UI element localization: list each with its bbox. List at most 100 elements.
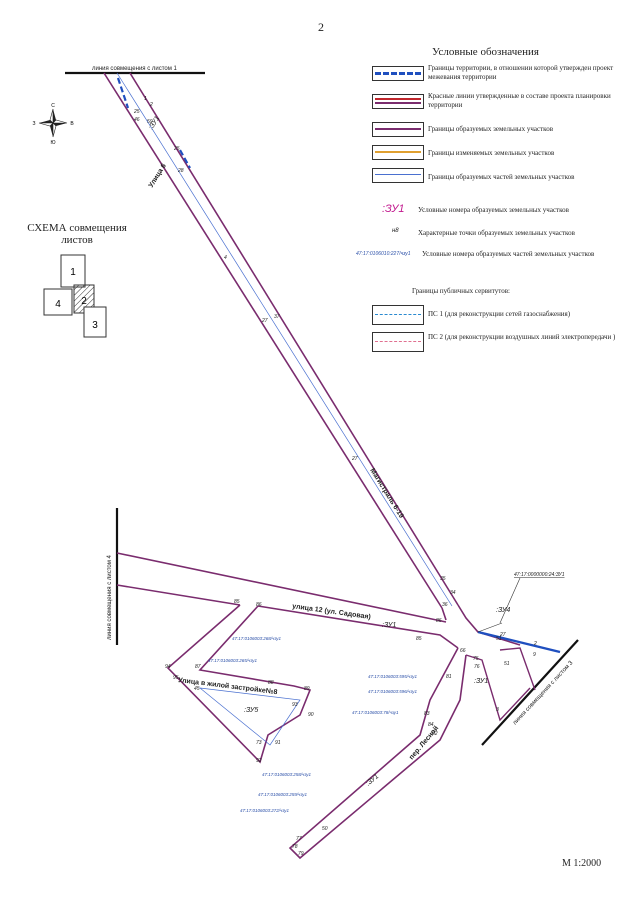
compass-s: Ю: [50, 140, 55, 146]
sheet-4-label: 4: [55, 299, 61, 310]
zu-label: :ЗУ1: [382, 622, 396, 629]
point-label: 37: [274, 314, 280, 320]
cadastral-labels: 47:17:0000000:24:ЗУ1 47:17:0106003:268/ч…: [208, 572, 565, 813]
point-label: 83: [424, 711, 430, 717]
schema-title: СХЕМА совмещения листов: [27, 222, 127, 246]
point-label: 86: [436, 618, 442, 624]
legend-swatch-blue-dash: [372, 66, 424, 81]
point-label: 45: [194, 686, 200, 692]
point-label: 34: [450, 590, 456, 596]
point-label: 78: [292, 844, 298, 850]
point-label: 94: [165, 664, 171, 670]
point-label: 4: [224, 255, 227, 261]
point-label: 9: [533, 652, 536, 658]
lane-lesnoy: [288, 647, 467, 860]
legend-text: Характерные точки образуемых земельных у…: [418, 229, 575, 237]
point-label: 25: [133, 109, 140, 115]
point-label: 88: [268, 680, 274, 686]
compass-e: В: [70, 121, 74, 127]
point-label: 51: [496, 636, 502, 642]
point-label: 81: [446, 674, 452, 680]
street-name: пер. Лесной: [407, 724, 440, 761]
legend-text: ПС 1 (для реконструкции сетей газоснабже…: [428, 310, 571, 318]
legend-text: Границы образуемых земельных участков: [428, 125, 554, 133]
point-label: 90: [308, 712, 314, 718]
cad-label: 47:17:0106003:268/чзу1: [232, 636, 282, 641]
cad-label: 47:17:0106003:78/чзу1: [352, 710, 399, 715]
cad-label: 47:17:0106003:259/чзу1: [258, 792, 308, 797]
servitude-title: Границы публичных сервитутов:: [412, 287, 510, 295]
compass-w: З: [32, 121, 35, 127]
point-label: 73: [256, 740, 262, 746]
sheet-1-label: 1: [70, 267, 76, 278]
cad-label: 47:17:0000000:24:ЗУ1: [514, 572, 565, 578]
legend-swatch-ps1: [372, 305, 424, 325]
join-label-sheet4: линия совмещения с листом 4: [107, 554, 113, 640]
territory-boundary-right: [477, 630, 561, 654]
territory-boundary-mid: [179, 149, 191, 169]
cad-label: 47:17:0106003:265/чзу1: [208, 658, 258, 663]
sheet-3: [83, 306, 107, 338]
cad-label: 47:17:0106003:258/чзу1: [262, 772, 312, 777]
point-label: 93: [292, 702, 298, 708]
map-scale: М 1:2000: [562, 858, 602, 869]
point-label: 92: [256, 758, 262, 764]
compass-rose-icon: С Ю З В: [32, 103, 74, 146]
sheet-4: [43, 288, 73, 316]
point-label: 25: [173, 146, 180, 152]
cad-label: 47:17:0106003:272/чзу1: [240, 808, 290, 813]
point-label: 2: [149, 102, 153, 108]
point-numbers: 1 2 25 46 59 25 28 4 37 27 27 35 34 36 8…: [133, 96, 537, 857]
point-label: 27: [261, 318, 268, 324]
point-label: 36: [442, 602, 448, 608]
point-label: 87: [195, 664, 201, 670]
point-label: 85: [416, 636, 422, 642]
point-label: 86: [256, 602, 262, 608]
point-label: 59: [147, 119, 153, 125]
point-label: 50: [322, 826, 328, 832]
point-label: 91: [275, 740, 281, 746]
legend-text: Границы территории, в отношении которой …: [428, 64, 614, 81]
join-label-sheet3: линия совмещения с листом 3: [512, 660, 575, 727]
sheet-1: [60, 254, 86, 288]
zu5-part: [198, 687, 301, 746]
leader-line: [477, 622, 503, 633]
street-names: Улица 6 Магистраль 6-19 улица 12 (ул. Са…: [148, 163, 441, 762]
point-label: 51: [504, 661, 510, 667]
point-label: 89: [304, 686, 310, 692]
part-boundary-line: [116, 72, 453, 607]
legend-text: Границы изменяемых земельных участков: [428, 149, 555, 157]
point-label: 46: [134, 117, 140, 123]
legend-sample-point: н8: [392, 228, 399, 234]
cad-label: 47:17:0106003:596/чзу1: [368, 689, 418, 694]
join-line-sheet3: [481, 639, 579, 746]
point-label: 77: [296, 836, 302, 842]
point-label: 82: [432, 731, 438, 737]
point-label: 84: [428, 722, 434, 728]
legend-swatch-red: [372, 94, 424, 109]
zu-label: :ЗУ5: [244, 707, 258, 714]
sheet-3-label: 3: [92, 320, 98, 331]
point-label: 27: [351, 456, 358, 462]
sheet-2-label: 2: [81, 296, 87, 307]
legend-text: ПС 2 (для реконструкции воздушных линий …: [428, 333, 616, 341]
compass-n: С: [51, 103, 55, 109]
residential-street: [166, 604, 312, 764]
legend-sample-cad: 47:17:0106010:227/чзу1: [356, 251, 411, 257]
point-label: 28: [177, 168, 184, 174]
zu-label: :ЗУ4: [496, 607, 510, 614]
point-label: 3: [496, 707, 499, 713]
point-label: 2: [533, 641, 537, 647]
zu-label: :ЗУ1: [474, 678, 488, 685]
legend-text: Красные линии утвержденные в составе про…: [428, 92, 611, 109]
point-label: 75: [473, 656, 479, 662]
legend-swatch-purple: [372, 122, 424, 137]
legend-swatch-ps2: [372, 332, 424, 352]
legend-text: Условные номера образуемых земельных уча…: [418, 206, 569, 214]
leader-line: [499, 577, 521, 624]
point-label: 27: [499, 632, 506, 638]
street12-corridor: [116, 552, 459, 649]
legend-text: Границы образуемых частей земельных учас…: [428, 173, 575, 181]
street-name: Улица 6: [148, 163, 168, 190]
sheet-schema: 1 4 2 3: [43, 254, 107, 338]
